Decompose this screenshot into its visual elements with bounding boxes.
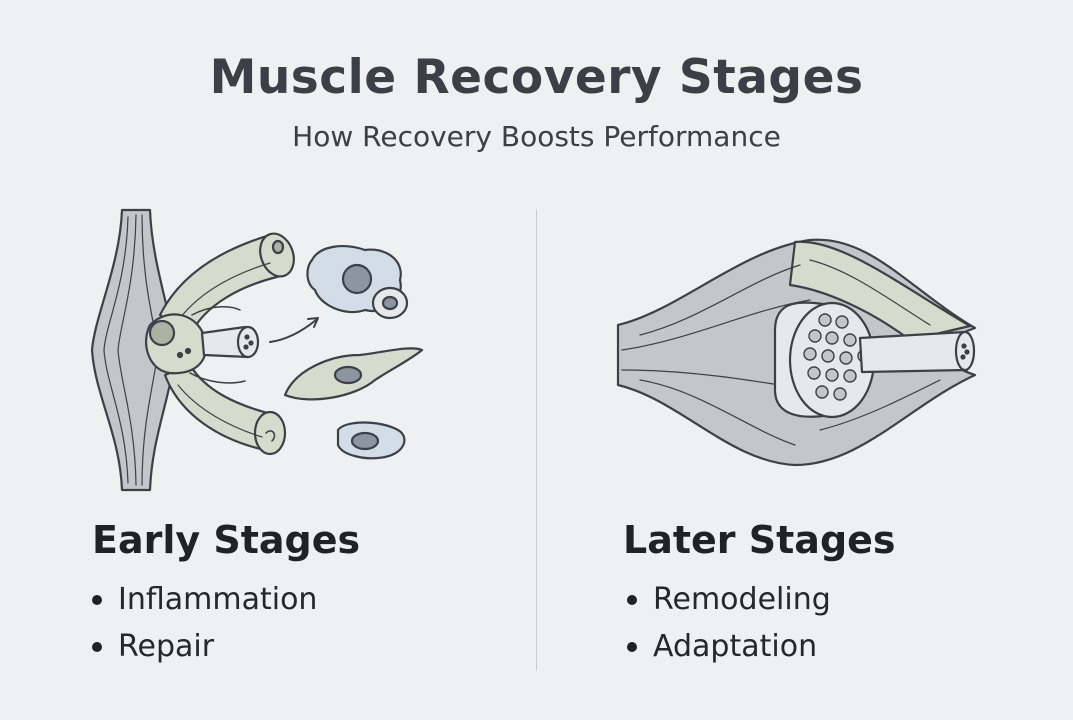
fiber-end-upper: [259, 232, 295, 278]
list-item-label: Remodeling: [653, 582, 831, 617]
early-stages-heading: Early Stages: [92, 518, 361, 562]
list-item: Repair: [92, 623, 317, 670]
page-title: Muscle Recovery Stages: [209, 50, 864, 105]
later-stage-illustration: [616, 238, 977, 467]
bullet-icon: [92, 641, 102, 652]
fiber-end-lower: [253, 410, 287, 456]
fiber-fragment-end: [236, 325, 260, 359]
list-item-label: Repair: [118, 629, 215, 664]
later-stages-list: Remodeling Adaptation: [627, 576, 831, 670]
arrow-icon: [269, 319, 317, 343]
protruding-fiber: [858, 330, 969, 374]
list-item: Inflammation: [92, 576, 317, 623]
bullet-icon: [627, 641, 637, 652]
panel-divider: [536, 210, 537, 670]
list-item: Adaptation: [627, 623, 831, 670]
bullet-icon: [627, 594, 637, 605]
muscle-sheath: [788, 240, 972, 342]
early-stages-list: Inflammation Repair: [92, 576, 317, 670]
list-item: Remodeling: [627, 576, 831, 623]
list-item-label: Inflammation: [118, 582, 318, 617]
list-item-label: Adaptation: [653, 629, 818, 664]
page-subtitle: How Recovery Boosts Performance: [292, 120, 781, 153]
later-stages-heading: Later Stages: [623, 518, 896, 562]
early-stage-illustration: [90, 208, 424, 492]
bullet-icon: [92, 594, 102, 605]
